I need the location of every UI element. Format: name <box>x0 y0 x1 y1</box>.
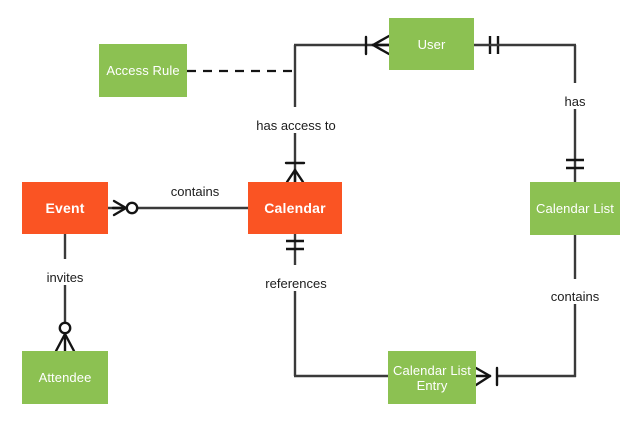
connector-references <box>286 234 388 378</box>
connector-has <box>474 36 584 182</box>
entity-attendee[interactable]: Attendee <box>22 351 108 404</box>
relationship-label-contains-event-calendar: contains <box>166 184 224 199</box>
cardinality-many-crowsfoot <box>54 332 76 353</box>
cardinality-zero-marker <box>58 321 72 335</box>
cardinality-one-or-many-entry <box>474 366 499 387</box>
connector-contains-list-entry <box>474 235 577 387</box>
connector-invites <box>54 234 76 353</box>
entity-calendar[interactable]: Calendar <box>248 182 342 234</box>
entity-event[interactable]: Event <box>22 182 108 234</box>
entity-label: User <box>417 36 446 52</box>
relationship-label-invites: invites <box>42 270 88 285</box>
relationship-label-contains-list-entry: contains <box>546 289 604 304</box>
cardinality-one-or-many-calendar <box>284 161 306 184</box>
relationship-label-has: has <box>560 94 590 109</box>
cardinality-exactly-one-calendar-list <box>566 158 584 170</box>
cardinality-zero-marker <box>125 201 139 215</box>
entity-user[interactable]: User <box>389 18 474 70</box>
entity-calendar-list[interactable]: Calendar List <box>530 182 620 235</box>
entity-label: Event <box>45 199 85 216</box>
entity-access-rule[interactable]: Access Rule <box>99 44 187 97</box>
relationship-label-has-access-to: has access to <box>252 118 340 133</box>
connector-contains-event-calendar <box>108 199 248 217</box>
cardinality-exactly-one-calendar <box>286 239 304 251</box>
entity-label: Calendar <box>264 199 326 216</box>
connector-has-access-to <box>284 34 391 184</box>
relationship-label-references: references <box>261 276 331 291</box>
cardinality-many-crowsfoot <box>111 199 128 217</box>
entity-label: Attendee <box>38 370 92 385</box>
entity-label: Calendar List Entry <box>393 362 471 393</box>
entity-label: Calendar List <box>536 201 614 216</box>
cardinality-one-or-many-user <box>364 34 391 56</box>
entity-label: Access Rule <box>106 63 180 78</box>
entity-calendar-list-entry[interactable]: Calendar List Entry <box>388 351 476 404</box>
